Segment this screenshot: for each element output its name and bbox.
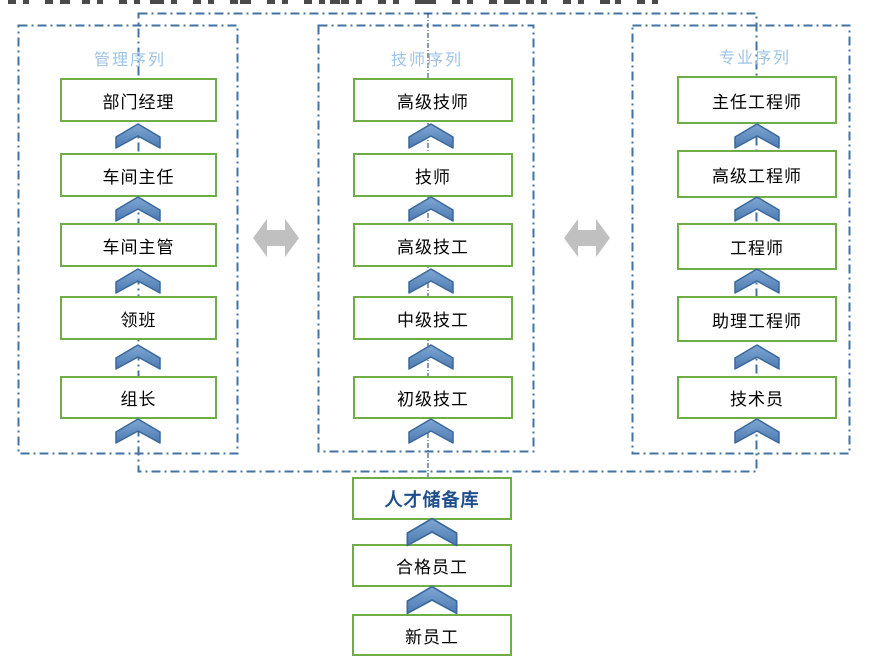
up-chevron-icon [734,123,780,149]
up-chevron-icon [115,344,161,370]
up-chevron-icon [734,344,780,370]
up-chevron-icon [734,418,780,444]
up-chevron-icon [408,344,454,370]
box-senior-engineer: 高级工程师 [677,150,837,198]
up-chevron-icon [734,268,780,294]
up-chevron-icon [406,585,458,615]
box-assistant-engineer: 助理工程师 [677,296,837,342]
box-technician: 技师 [353,153,513,197]
box-new-employee: 新员工 [352,614,512,656]
box-qualified-employee: 合格员工 [352,544,512,587]
box-department-manager: 部门经理 [60,78,217,122]
box-talent-pool: 人才储备库 [352,477,512,520]
up-chevron-icon [115,268,161,294]
box-technical-clerk: 技术员 [677,376,837,419]
up-chevron-icon [408,123,454,149]
box-workshop-director: 车间主任 [60,153,217,197]
up-chevron-icon [115,196,161,222]
left-right-arrow-icon [253,219,299,257]
up-chevron-icon [115,418,161,444]
box-workshop-supervisor: 车间主管 [60,223,217,267]
box-engineer: 工程师 [677,223,837,270]
box-foreman: 领班 [60,296,217,340]
up-chevron-icon [115,123,161,149]
box-intermediate-worker: 中级技工 [353,296,513,340]
up-chevron-icon [408,268,454,294]
left-right-arrow-icon [564,219,610,257]
technician-sequence-title: 技师序列 [390,50,463,69]
up-chevron-icon [408,418,454,444]
cropped-text-fragments [8,0,660,4]
up-chevron-icon [734,196,780,222]
box-chief-engineer: 主任工程师 [677,76,837,124]
box-junior-worker: 初级技工 [353,376,513,419]
box-senior-worker: 高级技工 [353,223,513,267]
talent-pool-label: 人才储备库 [384,489,480,511]
box-senior-technician: 高级技师 [353,78,513,122]
up-chevron-icon [408,196,454,222]
box-group-leader: 组长 [60,376,217,419]
management-sequence-title: 管理序列 [93,50,166,69]
up-chevron-icon [406,517,458,547]
professional-sequence-title: 专业序列 [718,48,791,67]
